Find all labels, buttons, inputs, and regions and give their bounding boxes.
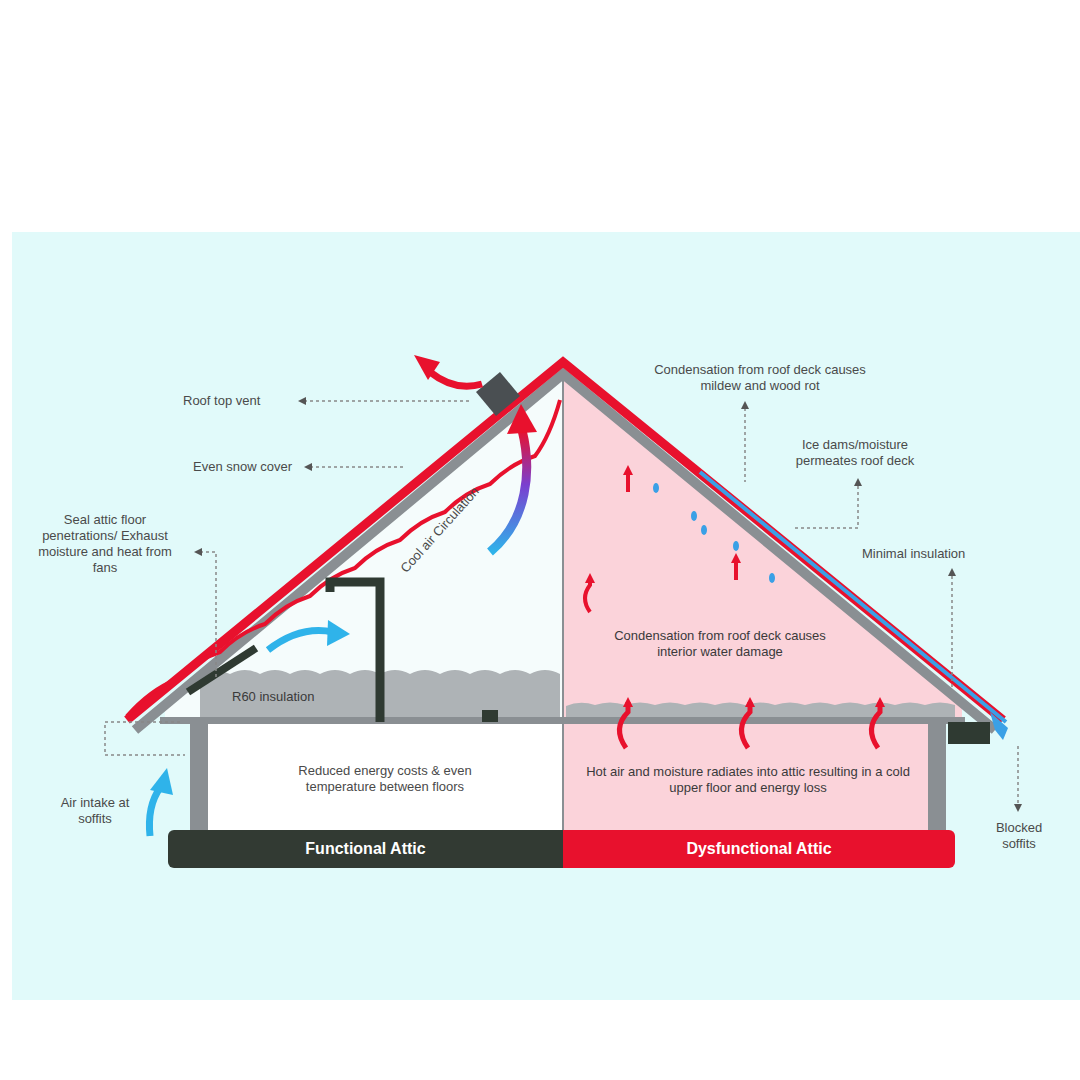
leader-line	[1017, 746, 1019, 804]
leader-arrow	[1014, 804, 1022, 812]
leader-line	[310, 466, 405, 468]
ice-dam	[700, 472, 1006, 722]
leader-line	[304, 400, 470, 402]
heat-arrow	[619, 702, 628, 748]
water-drip	[701, 525, 707, 535]
note: Condensation from roof deck causes inter…	[595, 628, 845, 660]
water-drip	[733, 541, 739, 551]
leader-line	[951, 576, 953, 690]
roof-vent	[476, 372, 520, 416]
heat-arrow	[741, 702, 750, 748]
note: Seal attic floor penetrations/ Exhaust m…	[30, 512, 180, 576]
water-drip	[769, 573, 775, 583]
note: Air intake at soffits	[58, 795, 132, 827]
leader-line	[792, 486, 858, 528]
leader-arrow	[194, 548, 202, 556]
water-drip	[653, 483, 659, 493]
leader-arrow	[948, 568, 956, 576]
arrow-head	[414, 355, 440, 380]
heat-arrow	[585, 578, 590, 612]
ice-drip	[990, 712, 1008, 740]
arrow-head	[507, 404, 537, 434]
leader-line	[200, 552, 216, 680]
living-area	[208, 724, 563, 830]
part-label: R60 insulation	[232, 689, 352, 705]
intake-arrow	[149, 788, 160, 836]
airflow-arrow	[268, 630, 333, 650]
divider	[562, 372, 564, 830]
water-drip	[691, 511, 697, 521]
fan-box	[482, 710, 498, 722]
heat-arrow	[871, 702, 880, 748]
heat-arrow	[734, 558, 738, 580]
leader-arrow	[304, 463, 312, 471]
blocked-soffit	[948, 722, 990, 744]
band-title: Functional Attic	[305, 840, 425, 858]
note: Hot air and moisture radiates into attic…	[583, 764, 913, 796]
snow-cover-edge	[127, 400, 560, 716]
soffit-bracket	[105, 722, 185, 755]
band-title: Dysfunctional Attic	[686, 840, 831, 858]
part-label: Even snow cover	[193, 459, 305, 475]
note: Condensation from roof deck causes milde…	[640, 362, 880, 394]
roof-shingles	[127, 362, 1003, 720]
attic-band: Dysfunctional Attic	[563, 830, 955, 868]
exhaust-duct	[330, 582, 380, 722]
note: Reduced energy costs & even temperature …	[265, 763, 505, 795]
arrow-head	[150, 768, 173, 795]
wall	[928, 717, 946, 832]
exhaust-arrow	[430, 372, 482, 386]
arrow-head	[327, 620, 350, 646]
air-circulation-arrow	[490, 430, 527, 552]
leader-line	[744, 408, 746, 482]
note: Minimal insulation	[862, 546, 1012, 562]
note: Blocked soffits	[984, 820, 1054, 852]
part-label: Roof top vent	[183, 393, 295, 409]
leader-arrow	[854, 478, 862, 486]
note: Ice dams/moisture permeates roof deck	[780, 437, 930, 469]
leader-arrow	[298, 397, 306, 405]
attic-band: Functional Attic	[168, 830, 563, 868]
background-panel	[12, 232, 1080, 1000]
soffit-vent	[188, 648, 256, 692]
wall	[190, 717, 208, 832]
leader-arrow	[741, 401, 749, 409]
heat-arrow	[626, 470, 630, 492]
